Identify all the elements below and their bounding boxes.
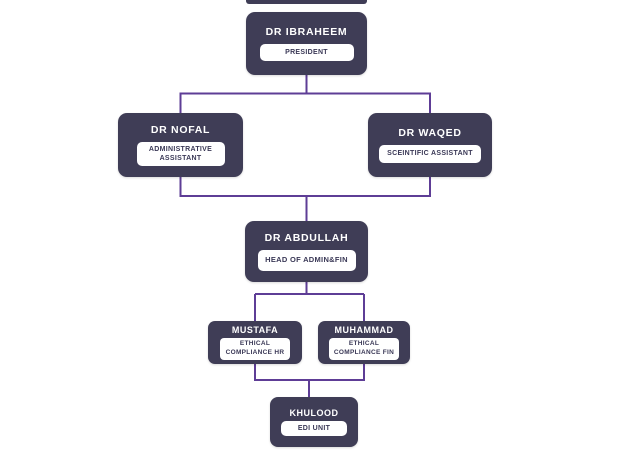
node-name: DR IBRAHEEM — [265, 25, 348, 38]
node-role-badge: ETHICAL COMPLIANCE HR — [220, 338, 290, 360]
node-role-badge: EDI UNIT — [281, 420, 347, 437]
connector-level-3 — [254, 282, 365, 321]
node-role-badge: SCEINTIFIC ASSISTANT — [379, 145, 481, 163]
org-node-mustafa: MUSTAFA ETHICAL COMPLIANCE HR — [208, 321, 302, 364]
node-name: DR WAQED — [398, 127, 462, 140]
node-name: DR NOFAL — [150, 123, 211, 136]
node-role-badge: PRESIDENT — [259, 43, 354, 62]
org-node-muhammad: MUHAMMAD ETHICAL COMPLIANCE FIN — [318, 321, 410, 364]
node-role-badge: ETHICAL COMPLIANCE FIN — [329, 338, 399, 360]
connector-level-4 — [254, 364, 365, 397]
org-node-dr-waqed: DR WAQED SCEINTIFIC ASSISTANT — [368, 113, 492, 177]
org-node-dr-abdullah: DR ABDULLAH HEAD OF ADMIN&FIN — [245, 221, 368, 282]
node-name: KHULOOD — [289, 407, 339, 418]
org-node-dr-ibraheem: DR IBRAHEEM PRESIDENT — [246, 12, 367, 75]
org-node-dr-nofal: DR NOFAL ADMINISTRATIVE ASSISTANT — [118, 113, 243, 177]
node-name: DR ABDULLAH — [264, 232, 349, 245]
node-role-badge: ADMINISTRATIVE ASSISTANT — [136, 141, 225, 167]
org-node-khulood: KHULOOD EDI UNIT — [270, 397, 358, 447]
node-name: MUHAMMAD — [334, 325, 394, 336]
cropped-box-top-edge — [246, 0, 367, 4]
node-role-badge: HEAD OF ADMIN&FIN — [257, 250, 356, 271]
node-name: MUSTAFA — [231, 325, 279, 336]
connector-level-2 — [179, 177, 431, 221]
connector-level-1 — [179, 75, 431, 113]
